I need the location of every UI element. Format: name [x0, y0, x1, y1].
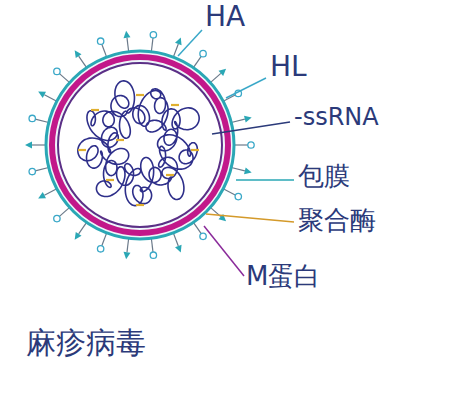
spike-stalk: [210, 73, 220, 82]
ha-knob: [150, 32, 156, 38]
spike-layer: [25, 31, 254, 259]
leader-line: [178, 30, 202, 56]
spike-stalk: [32, 144, 46, 145]
spike-stalk: [127, 38, 129, 52]
spike-stalk: [44, 95, 56, 102]
ha-knob: [248, 142, 254, 148]
leader-line: [236, 179, 294, 181]
ha-knob: [54, 215, 60, 221]
hl-knob: [124, 252, 131, 259]
polymerase-mark: [116, 139, 124, 141]
hl-knob: [124, 31, 131, 38]
ha-knob: [150, 252, 156, 258]
hl-knob: [244, 167, 252, 174]
inner-membrane: [58, 63, 222, 227]
spike-stalk: [102, 44, 107, 57]
spike-stalk: [79, 222, 87, 234]
spike-stalk: [151, 238, 153, 252]
polymerase-marks: [78, 95, 199, 205]
spike-stalk: [59, 207, 69, 216]
polymerase-mark: [78, 149, 86, 151]
hl-knob: [219, 69, 227, 76]
ha-knob: [97, 246, 103, 252]
polymerase-mark: [136, 204, 144, 206]
part-label: -ssRNA: [294, 104, 379, 130]
polymerase-mark: [166, 174, 174, 176]
ha-knob: [200, 50, 206, 56]
spike-stalk: [59, 73, 69, 82]
part-label: HL: [270, 52, 307, 83]
polymerase-mark: [171, 104, 179, 106]
polymerase-mark: [191, 149, 199, 151]
leader-line: [226, 78, 266, 98]
m-protein-ring: [52, 57, 228, 233]
leader-line: [206, 214, 294, 222]
spike-stalk: [127, 238, 129, 252]
hl-knob: [75, 50, 82, 58]
hl-knob: [38, 192, 46, 198]
part-label: HA: [205, 2, 245, 33]
ha-knob: [235, 193, 241, 199]
spike-stalk: [223, 189, 235, 196]
spike-stalk: [35, 167, 49, 170]
leader-line: [212, 122, 290, 134]
spike-stalk: [231, 167, 245, 170]
part-label: 聚合酶: [298, 206, 376, 235]
hl-knob: [75, 232, 82, 240]
ha-knob: [54, 68, 60, 74]
polymerase-mark: [136, 94, 144, 96]
hl-knob: [25, 142, 32, 149]
spike-stalk: [173, 44, 178, 57]
part-label: M蛋白: [246, 262, 320, 291]
hl-knob: [244, 116, 252, 123]
spike-stalk: [231, 119, 245, 122]
ha-knob: [200, 233, 206, 239]
hl-knob: [175, 245, 182, 253]
ha-knob: [29, 115, 35, 121]
polymerase-mark: [91, 109, 99, 111]
part-label: 包膜: [298, 162, 350, 191]
spike-stalk: [44, 189, 56, 196]
spike-stalk: [79, 56, 87, 68]
hl-knob: [38, 92, 46, 98]
spike-stalk: [173, 233, 178, 246]
leader-line: [204, 226, 244, 276]
spike-stalk: [234, 144, 248, 145]
hl-knob: [175, 37, 182, 45]
polymerase-mark: [106, 179, 114, 181]
spike-stalk: [193, 56, 201, 68]
spike-stalk: [151, 38, 153, 52]
spike-stalk: [193, 222, 201, 234]
ha-knob: [29, 168, 35, 174]
rna-coil: [78, 81, 199, 206]
spike-stalk: [102, 233, 107, 246]
ha-knob: [97, 38, 103, 44]
caption: 麻疹病毒: [26, 326, 146, 359]
envelope-ring: [46, 51, 234, 239]
spike-stalk: [35, 119, 49, 122]
